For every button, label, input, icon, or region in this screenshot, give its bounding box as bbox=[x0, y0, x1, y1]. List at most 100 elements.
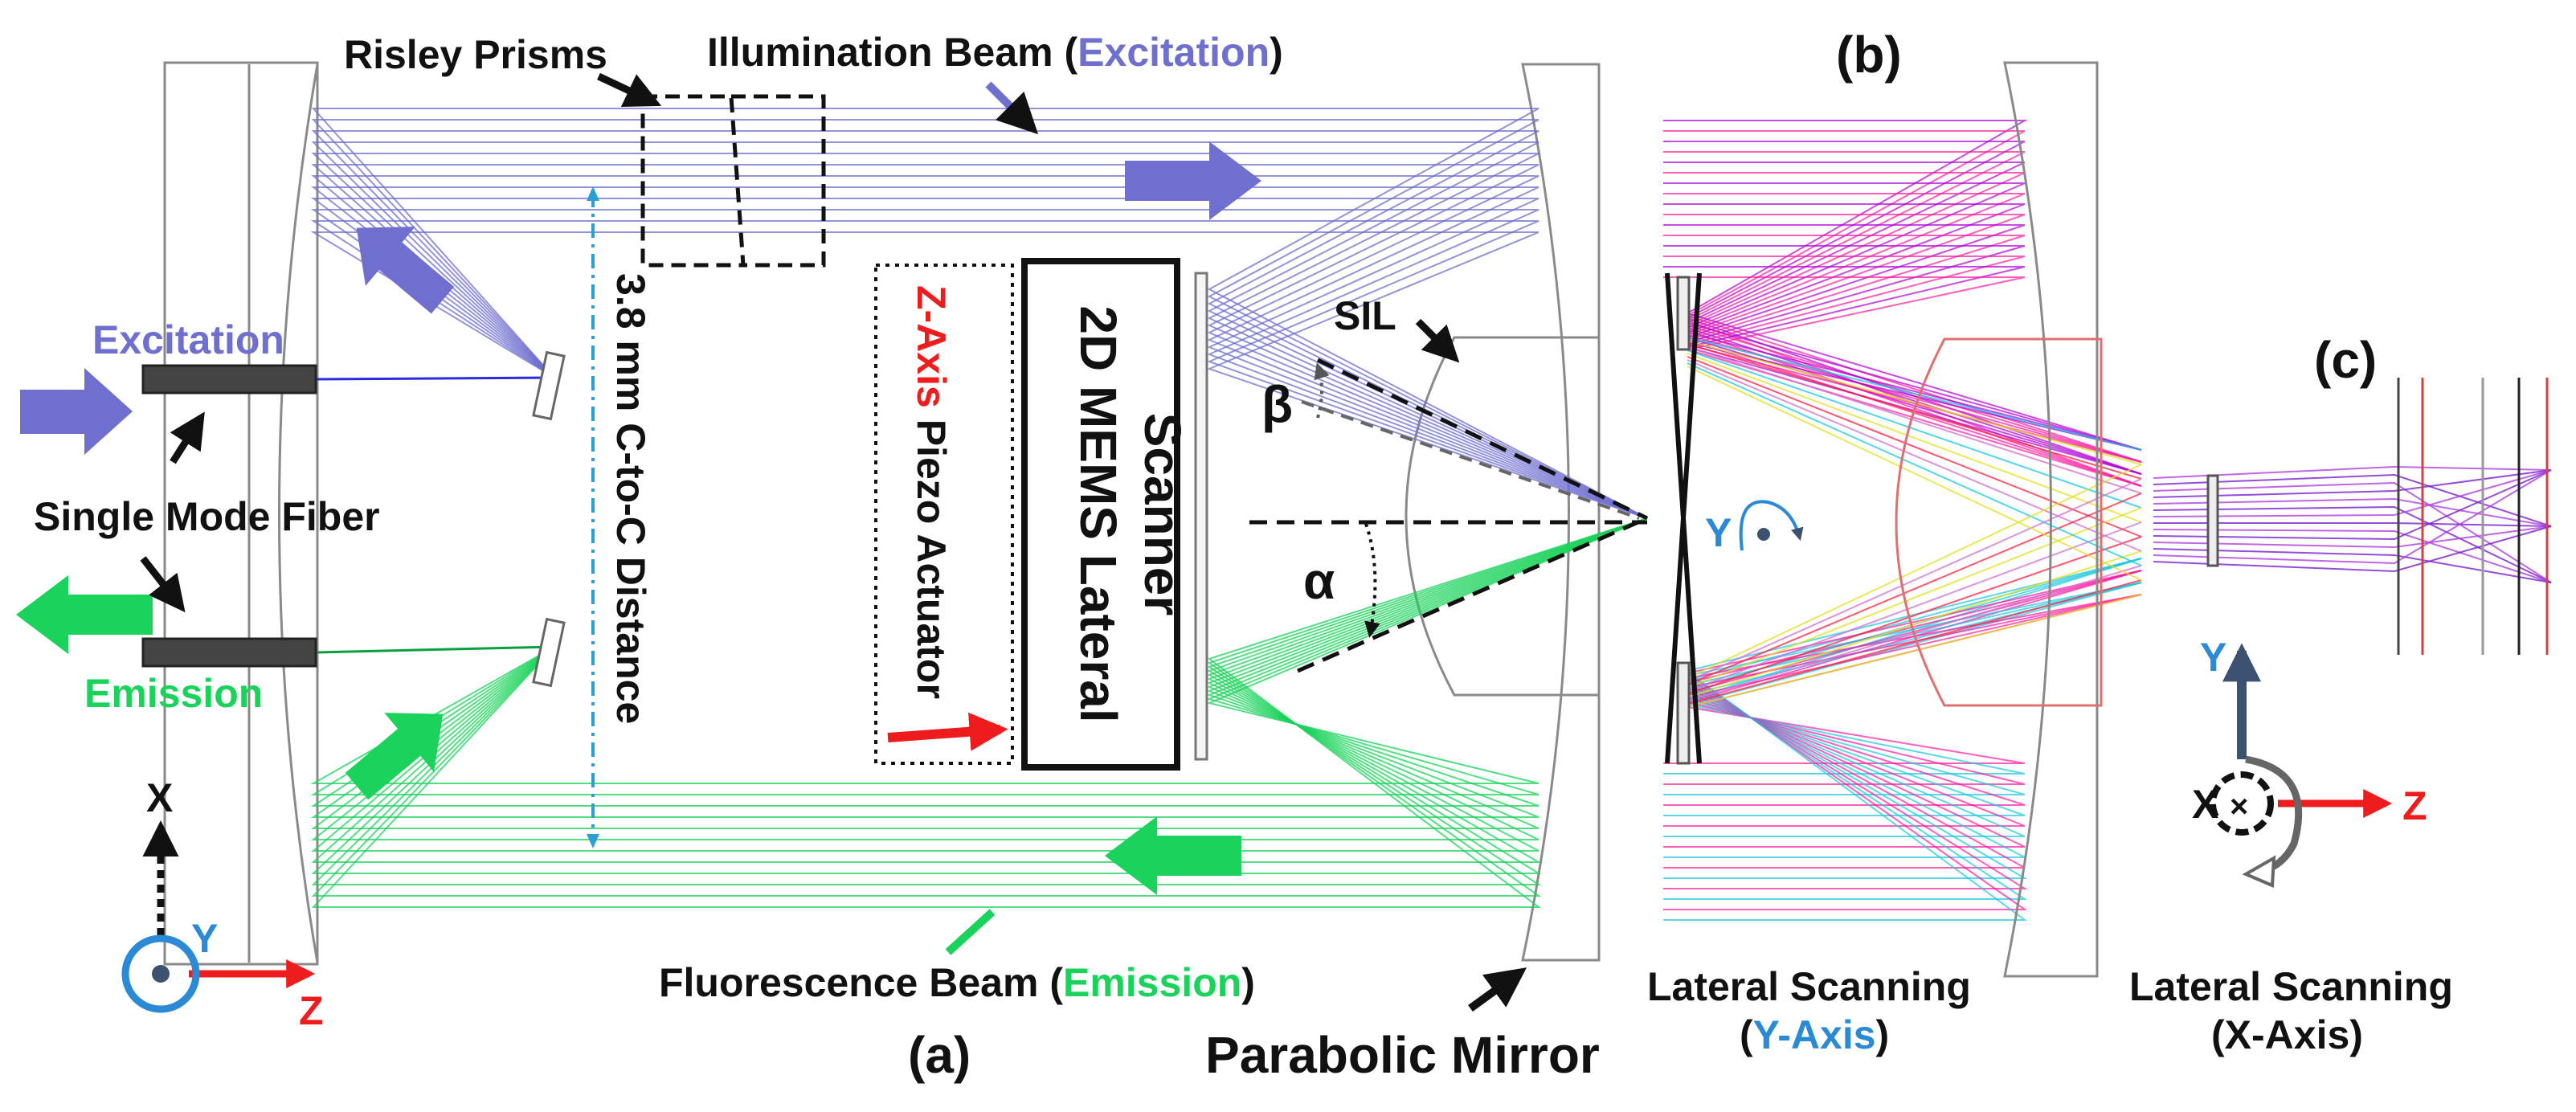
scan-ray-bottom bbox=[1663, 582, 2142, 900]
excitation-ray bbox=[310, 231, 1648, 519]
emission-ray bbox=[311, 517, 1648, 885]
alpha-arc bbox=[1364, 523, 1380, 638]
scan-ray-c bbox=[2153, 473, 2552, 527]
panel-c-cross: × bbox=[2230, 789, 2248, 824]
scan-ray-mid bbox=[1687, 464, 2142, 679]
scan-ray-c bbox=[2153, 469, 2552, 541]
scan-ray-c bbox=[2153, 469, 2552, 565]
alpha-label: α bbox=[1303, 552, 1335, 610]
scan-ray-mid bbox=[1687, 507, 2142, 689]
excitation-fiber-icon bbox=[141, 364, 317, 395]
panel-b-label: (b) bbox=[1836, 26, 1902, 84]
panel-c-rotation-icon bbox=[2245, 755, 2303, 876]
scan-ray-c bbox=[2153, 548, 2552, 583]
piezo-red-arrow bbox=[887, 712, 1008, 751]
panel-b-mirror-bottom bbox=[1676, 661, 1691, 765]
panel-a-label: (a) bbox=[908, 1026, 971, 1084]
fiber-pointer-arrow-1 bbox=[170, 411, 205, 464]
scan-ray-top bbox=[1663, 151, 2142, 487]
excitation-label: Excitation bbox=[92, 317, 284, 362]
emission-ray bbox=[311, 517, 1648, 863]
emission-label: Emission bbox=[84, 671, 263, 716]
y-axis-caption: (Y-Axis) bbox=[1740, 1012, 1889, 1057]
scan-ray-mid bbox=[1687, 353, 2142, 523]
scan-ray-c bbox=[2153, 469, 2552, 498]
fiber-pointer-arrow-2 bbox=[140, 556, 186, 613]
piezo-actuator-label: Z-Axis Piezo Actuator bbox=[909, 285, 954, 699]
excitation-ray bbox=[311, 119, 1648, 519]
risley-pointer-arrow bbox=[597, 72, 662, 108]
emission-fold-mirror bbox=[532, 617, 566, 688]
scan-ray-mid bbox=[1687, 550, 2142, 698]
emission-ray bbox=[310, 517, 1648, 818]
beam-rays-b bbox=[1663, 120, 2142, 921]
axis-x-label: X bbox=[146, 775, 173, 820]
panel-c-z-label: Z bbox=[2402, 783, 2427, 828]
piezo-actuator-box bbox=[874, 264, 1014, 765]
panel-c-y-label: Y bbox=[2200, 635, 2226, 680]
fluor-pointer-arrow bbox=[945, 909, 996, 955]
single-mode-fiber-label: Single Mode Fiber bbox=[34, 494, 380, 539]
emission-ray bbox=[310, 517, 1648, 784]
rotation-axis-dot bbox=[1757, 528, 1770, 541]
panel-b: Y (b) Lateral Scanning (Y-Axis) bbox=[1647, 26, 2142, 1057]
scan-ray-c bbox=[2153, 525, 2552, 549]
illum-pointer-arrow bbox=[985, 81, 1039, 135]
scan-ray-bottom bbox=[1663, 582, 2142, 816]
parabolic-mirror bbox=[1521, 63, 1601, 962]
scan-ray-mid bbox=[1687, 356, 2142, 538]
scan-ray-mid bbox=[1687, 346, 2142, 494]
scan-ray-c bbox=[2153, 529, 2552, 583]
panel-b-lens bbox=[2003, 61, 2099, 978]
scan-ray-bottom bbox=[1663, 558, 2142, 879]
scan-ray-top bbox=[1663, 245, 2142, 451]
excitation-ray bbox=[310, 209, 1648, 519]
scan-ray-c bbox=[2153, 525, 2552, 573]
scan-ray-top bbox=[1663, 224, 2142, 475]
scan-ray-mid bbox=[1687, 350, 2142, 509]
scan-ray-mid bbox=[1687, 359, 2142, 552]
sil-lens bbox=[1405, 336, 1601, 697]
beta-ref-line bbox=[1301, 400, 1640, 520]
panel-c: (c) × X Y Z Lateral Scanning (X-Axis) bbox=[2129, 331, 2552, 1057]
emission-ray bbox=[311, 517, 1648, 852]
beta-arc bbox=[1314, 362, 1330, 419]
excitation-ray bbox=[311, 164, 1648, 519]
x-axis-caption: (X-Axis) bbox=[2211, 1012, 2363, 1057]
excitation-arrows bbox=[20, 141, 1261, 455]
lateral-scanning-y-label: Lateral Scanning bbox=[1647, 964, 1971, 1009]
parabolic-mirror-label: Parabolic Mirror bbox=[1205, 1026, 1600, 1084]
scan-ray-mid bbox=[1687, 579, 2142, 705]
emission-ray bbox=[311, 517, 1648, 874]
scan-ray-c bbox=[2153, 481, 2552, 583]
scan-ray-c bbox=[2153, 505, 2552, 583]
scan-ray-mid bbox=[1687, 594, 2142, 708]
scan-ray-top bbox=[1663, 276, 2142, 487]
emission-fiber-icon bbox=[141, 637, 317, 668]
panel-a: Risley Prisms Illumination Beam (Excitat… bbox=[16, 30, 1649, 1084]
alpha-beam-line bbox=[1296, 516, 1649, 673]
scan-ray-c bbox=[2153, 469, 2552, 517]
scan-ray-mid bbox=[1687, 337, 2142, 451]
panel-c-rotation-head bbox=[2242, 855, 2276, 888]
panel-c-x-label: X bbox=[2192, 782, 2218, 827]
axis-y-label: Y bbox=[191, 916, 218, 961]
mems-mirror bbox=[1194, 272, 1208, 761]
scan-ray-top bbox=[1663, 214, 2142, 463]
scan-ray-c bbox=[2153, 497, 2552, 527]
scan-ray-top bbox=[1663, 161, 2142, 451]
panel-b-mirror-top bbox=[1676, 276, 1691, 351]
risley-prisms bbox=[640, 94, 826, 268]
lateral-scanning-x-label: Lateral Scanning bbox=[2129, 964, 2453, 1009]
excitation-fold-mirror bbox=[532, 350, 566, 421]
panel-b-sil bbox=[1895, 337, 2103, 707]
scan-ray-bottom bbox=[1663, 594, 2142, 889]
scan-ray-c bbox=[2153, 465, 2552, 479]
scan-ray-bottom bbox=[1663, 594, 2142, 806]
axis-y-circle-icon bbox=[121, 934, 200, 1013]
sil-pointer-arrow bbox=[1415, 318, 1460, 363]
beam-rays-a bbox=[310, 108, 1648, 908]
panel-c-x-circle-icon bbox=[2210, 771, 2274, 836]
